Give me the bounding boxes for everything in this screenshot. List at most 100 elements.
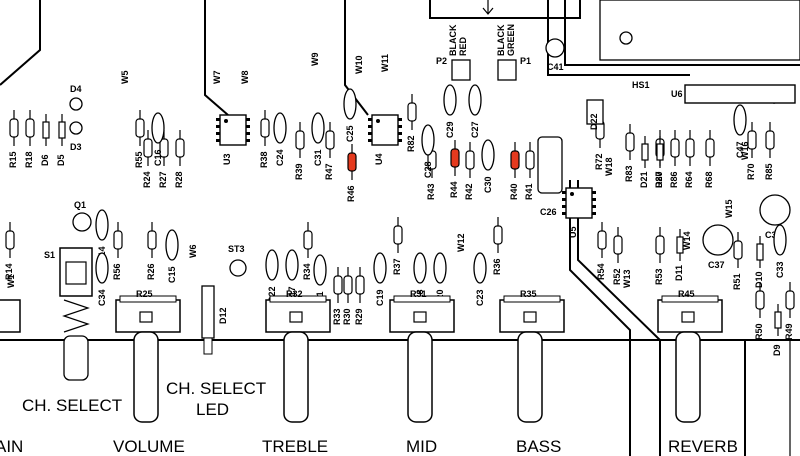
standoff-st3-label: ST3 [228, 244, 245, 254]
resistor-r53-label: R53 [654, 268, 664, 285]
resistor-r54-label: R54 [596, 263, 606, 280]
capacitor-c23-label: C23 [475, 289, 485, 306]
caption-mid: MID [406, 437, 437, 456]
resistor-r15 [9, 110, 19, 146]
capacitor-c38 [759, 194, 791, 226]
capacitor-c28 [421, 124, 435, 156]
diode-d22-label: D22 [589, 113, 599, 130]
diode-d12 [201, 285, 215, 355]
wire-link-w5: W5 [120, 71, 130, 85]
resistor-r51 [733, 232, 743, 268]
wire-link-w13: W13 [622, 269, 632, 288]
ic-u3 [216, 114, 250, 146]
resistor-r64-label: R64 [684, 171, 694, 188]
diode-d3-label: D3 [70, 142, 82, 152]
resistor-r50-label: R50 [754, 323, 764, 340]
capacitor-c34-label: C34 [97, 289, 107, 306]
ic-u6 [684, 84, 796, 104]
caption-bass: BASS [516, 437, 561, 456]
wire-link-w15: W15 [724, 199, 734, 218]
resistor-r36-label: R36 [492, 258, 502, 275]
resistor-r42 [465, 142, 475, 178]
resistor-r47 [325, 122, 335, 158]
resistor-r29 [355, 267, 365, 303]
capacitor-c33-label: C33 [775, 261, 785, 278]
ic-u4 [368, 114, 402, 146]
resistor-r40-label: R40 [509, 183, 519, 200]
ic-u4-label: U4 [374, 153, 384, 165]
caption-volume: VOLUME [113, 437, 185, 456]
caption-reverb: REVERB [668, 437, 738, 456]
connector-p2-color-1: BLACK [448, 24, 458, 56]
resistor-r44 [450, 140, 460, 176]
wire-link-w10: W10 [354, 55, 364, 74]
resistor-r43-label: R43 [426, 183, 436, 200]
capacitor-c37 [702, 224, 734, 256]
potentiometer-r32-label: R32 [286, 289, 303, 299]
diode-d22 [586, 99, 604, 125]
standoff-st3 [229, 259, 247, 277]
capacitor-c34 [95, 252, 109, 284]
caption-ch-select-led-2: LED [196, 400, 229, 419]
resistor-r72-label: R72 [594, 153, 604, 170]
potentiometer-r45-label: R45 [678, 289, 695, 299]
diode-d21-label: D21 [639, 171, 649, 188]
resistor-r86 [670, 130, 680, 166]
diode-d6 [42, 114, 50, 146]
resistor-r83-label: R83 [624, 165, 634, 182]
resistor-r49-label: R49 [784, 323, 794, 340]
switch-s1 [59, 247, 93, 381]
resistor-r85-label: R85 [764, 163, 774, 180]
caption-ch-select: CH. SELECT [22, 396, 122, 415]
diode-d6-label: D6 [40, 154, 50, 166]
capacitor-c26-label: C26 [540, 207, 557, 217]
resistor-r39 [295, 122, 305, 158]
capacitor-c47-label: C47 [735, 141, 745, 158]
resistor-r26 [147, 222, 157, 258]
wire-link-w14: W14 [682, 231, 692, 250]
resistor-r33-label: R33 [332, 308, 342, 325]
wire-link-w6: W6 [188, 245, 198, 259]
resistor-r56 [113, 222, 123, 258]
potentiometer-r45 [657, 295, 723, 423]
resistor-r55-label: R55 [134, 151, 144, 168]
resistor-r53 [655, 227, 665, 263]
capacitor-c24-label: C24 [275, 149, 285, 166]
resistor-r68-label: R68 [704, 171, 714, 188]
capacitor-c31-label: C31 [313, 149, 323, 166]
ic-u5-label: U5 [568, 226, 578, 238]
mount-hole [619, 31, 633, 45]
capacitor-c22-label: C22 [267, 286, 277, 303]
switch-s1-label: S1 [44, 250, 55, 260]
diode-d4 [69, 97, 83, 111]
potentiometer-r31-label: R31 [410, 289, 427, 299]
capacitor-c19 [373, 252, 387, 284]
potentiometer-r25 [115, 295, 181, 423]
resistor-r29-label: R29 [354, 308, 364, 325]
capacitor-c22 [265, 249, 279, 281]
potentiometer-r35-label: R35 [520, 289, 537, 299]
capacitor-c41 [545, 38, 565, 58]
resistor-r28-label: R28 [174, 171, 184, 188]
capacitor-c20 [433, 252, 447, 284]
capacitor-c38-label: C38 [765, 230, 782, 240]
capacitor-c23 [473, 252, 487, 284]
connector-p2-color-2: RED [458, 36, 468, 56]
resistor-r18 [25, 110, 35, 146]
resistor-r38 [260, 110, 270, 146]
resistor-r34-label: R34 [302, 263, 312, 280]
resistor-r51-label: R51 [732, 273, 742, 290]
resistor-r85 [765, 122, 775, 158]
resistor-r56-label: R56 [112, 263, 122, 280]
resistor-r27 [159, 130, 169, 166]
resistor-r38-label: R38 [259, 151, 269, 168]
resistor-r30-label: R30 [342, 308, 352, 325]
resistor-r39-label: R39 [294, 163, 304, 180]
wire-link-w8: W8 [240, 71, 250, 85]
wire-link-w9: W9 [310, 53, 320, 67]
capacitor-c16 [151, 112, 165, 144]
capacitor-c25 [343, 88, 357, 120]
